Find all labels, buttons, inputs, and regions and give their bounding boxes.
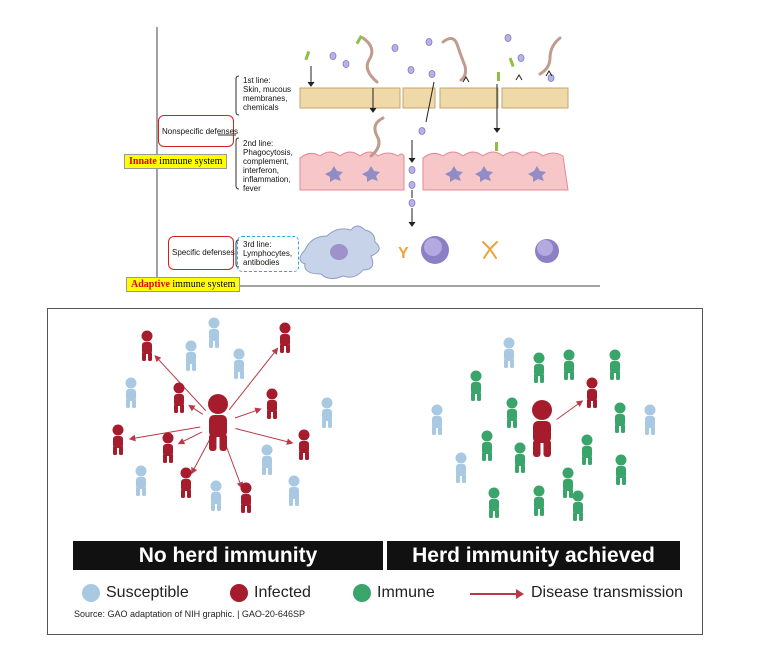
transmission-arrow-left-5-head [177,438,186,445]
third-line-highlight [237,236,299,272]
immune-system-figure: Y [156,27,600,287]
person-left-5 [125,377,137,408]
person-left-14 [180,467,192,498]
transmission-arrow-left-2-head [188,404,196,412]
person-right-16 [488,487,500,518]
specific-defenses-box [168,236,234,270]
person-right-15 [562,467,574,498]
person-left-2 [141,330,153,361]
transmission-arrow-left-7 [191,439,210,474]
person-right-18 [572,490,584,521]
person-right-2 [563,349,575,380]
person-left-12 [261,444,273,475]
person-left-11 [298,429,310,460]
infected-source-right [532,400,552,457]
third-line-label: 3rd line: Lymphocytes, antibodies [243,240,293,267]
transmission-arrow-left-7-head [191,467,198,475]
immune-swatch [353,584,371,602]
nonspecific-defenses-label: Nonspecific defenses [162,127,239,136]
adaptive-word: Adaptive [131,279,170,290]
transmission-arrow-left-0-head [271,347,279,355]
person-left-16 [240,482,252,513]
adaptive-rest: immune system [169,279,236,290]
legend-immune: Immune [377,584,435,601]
herd-immunity-panel: No herd immunity Herd immunity achieved … [47,308,703,635]
adaptive-immune-system-tag: Adaptive immune system [126,277,241,292]
transmission-arrow-left-0 [228,348,278,411]
person-left-3 [185,340,197,371]
nonspecific-defenses-box [158,115,234,147]
person-right-13 [455,452,467,483]
legend-disease-transmission: Disease transmission [531,584,684,601]
transmission-line [470,593,518,595]
transmission-arrow-left-6 [235,427,293,444]
person-left-6 [173,382,185,413]
susceptible-swatch [82,584,100,602]
person-right-7 [431,404,443,435]
transmission-arrow-right-0-head [575,400,584,407]
pathogens [304,34,562,207]
person-left-1 [279,322,291,353]
transmission-arrow-left-3-head [254,407,262,414]
second-line-label: 2nd line: Phagocytosis, complement, inte… [243,139,293,193]
transmission-arrow-left-4 [129,426,201,440]
innate-rest: immune system [156,156,223,167]
first-line-label: 1st line: Skin, mucous membranes, chemic… [243,76,292,112]
person-left-15 [210,480,222,511]
person-right-0 [503,337,515,368]
person-left-8 [321,397,333,428]
herd-immunity-figure [112,317,656,521]
herd-immunity-achieved-banner: Herd immunity achieved [387,541,680,570]
immune-cells: Y [299,225,559,280]
person-left-10 [162,432,174,463]
person-left-17 [288,475,300,506]
source-note: Source: GAO adaptation of NIH graphic. |… [74,609,305,619]
transmission-arrow-left-4-head [128,434,136,442]
svg-text:Y: Y [398,245,409,262]
transmission-arrow-left-8 [223,440,243,488]
immune-system-diagram: Y 1st line: Skin, mucous membranes, chem… [0,0,768,300]
tissue-layer [299,151,569,191]
infected-source-left [208,394,228,451]
person-right-9 [644,404,656,435]
person-left-4 [233,348,245,379]
person-right-17 [533,485,545,516]
person-right-3 [609,349,621,380]
transmission-arrow-left-6-head [286,438,294,445]
person-right-5 [586,377,598,408]
person-right-14 [615,454,627,485]
person-right-11 [514,442,526,473]
innate-immune-system-tag: Innate immune system [124,154,228,169]
person-right-6 [506,397,518,428]
legend: Susceptible Infected Immune Disease tran… [48,581,704,607]
person-right-10 [481,430,493,461]
person-left-13 [135,465,147,496]
specific-defenses-label: Specific defenses [172,248,235,257]
no-herd-immunity-banner: No herd immunity [73,541,383,570]
person-right-1 [533,352,545,383]
person-left-9 [112,424,124,455]
person-right-4 [470,370,482,401]
innate-word: Innate [129,156,157,167]
transmission-arrowhead [516,589,524,599]
person-right-8 [614,402,626,433]
person-left-0 [208,317,220,348]
person-right-12 [581,434,593,465]
infected-swatch [230,584,248,602]
legend-susceptible: Susceptible [106,584,189,601]
person-left-7 [266,388,278,419]
skin-layer [299,87,569,109]
defense-arrows [307,66,553,227]
transmission-arrow-left-1-head [154,355,162,363]
legend-infected: Infected [254,584,311,601]
